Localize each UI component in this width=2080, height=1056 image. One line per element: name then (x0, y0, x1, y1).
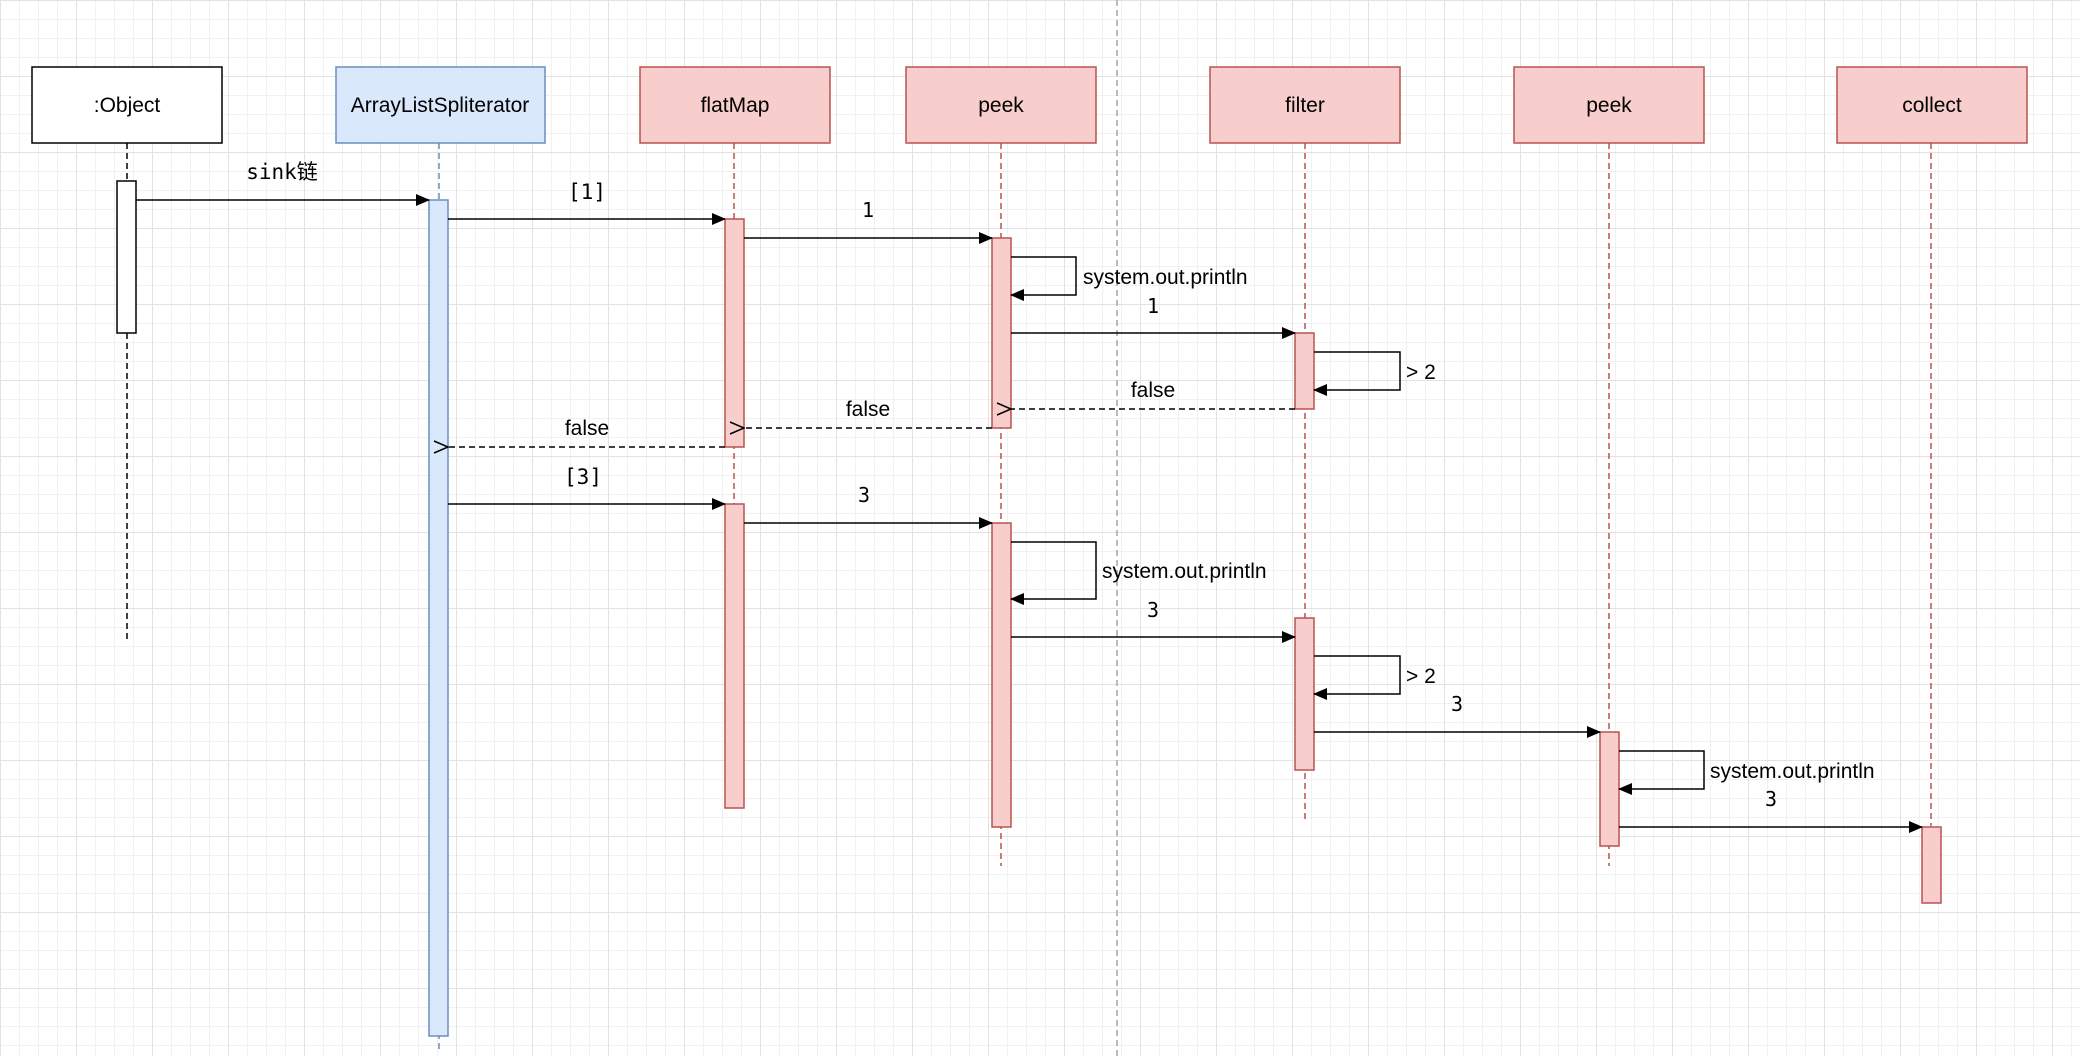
return-false-filter: false (1011, 379, 1295, 409)
self-message-println-1-label: system.out.println (1083, 266, 1248, 289)
self-message-println-3-label: system.out.println (1710, 760, 1875, 783)
self-message-println-3: system.out.println (1618, 750, 1875, 795)
participant-flatmap: flatMap (639, 66, 831, 144)
return-false-peek: false (744, 398, 992, 428)
self-message-gt2-1: > 2 (1313, 351, 1436, 396)
participant-filter: filter (1209, 66, 1401, 144)
self-message-gt2-1-label: > 2 (1406, 361, 1436, 384)
participant-flatmap-label: flatMap (701, 94, 770, 117)
message-list-3: [3] (448, 465, 726, 510)
self-message-gt2-2: > 2 (1313, 655, 1436, 700)
message-list-3-label: [3] (564, 465, 602, 489)
activation-spliterator (428, 199, 449, 1037)
message-filter-to-peek-3: 3 (1314, 692, 1601, 738)
message-peek-to-filter-1-label: 1 (1147, 294, 1159, 318)
message-peek-to-filter-3-label: 3 (1147, 598, 1159, 622)
return-false-flatmap-label: false (565, 417, 609, 440)
activation-collect (1921, 826, 1942, 904)
message-sink-chain-label: sink链 (246, 160, 318, 184)
activation-flatmap-1 (724, 218, 745, 448)
self-message-println-1: system.out.println (1010, 256, 1248, 301)
activation-filter-2 (1294, 617, 1315, 771)
message-peek-to-collect-3-label: 3 (1765, 787, 1777, 811)
participant-spliterator: ArrayListSpliterator (335, 66, 546, 144)
activation-peek-1b (991, 522, 1012, 828)
participant-peek-1-label: peek (978, 94, 1024, 117)
message-value-1-label: 1 (862, 198, 874, 222)
message-list-1-label: [1] (568, 180, 606, 204)
return-false-flatmap: false (448, 417, 725, 447)
message-filter-to-peek-3-label: 3 (1451, 692, 1463, 716)
return-false-filter-label: false (1131, 379, 1175, 402)
activation-filter-1 (1294, 332, 1315, 410)
return-false-peek-label: false (846, 398, 890, 421)
message-list-1: [1] (448, 180, 726, 225)
participant-filter-label: filter (1285, 94, 1325, 117)
message-peek-to-filter-1: 1 (1011, 294, 1296, 339)
activation-peek-2 (1599, 731, 1620, 847)
participant-collect-label: collect (1902, 94, 1962, 117)
activation-object (116, 180, 137, 334)
message-value-3-label: 3 (858, 483, 870, 507)
participant-spliterator-label: ArrayListSpliterator (351, 94, 530, 117)
message-peek-to-filter-3: 3 (1011, 598, 1296, 643)
participant-object: :Object (31, 66, 223, 144)
participant-peek-1: peek (905, 66, 1097, 144)
self-message-gt2-2-label: > 2 (1406, 665, 1436, 688)
activation-flatmap-2 (724, 503, 745, 809)
activation-peek-1a (991, 237, 1012, 429)
participant-object-label: :Object (94, 94, 161, 117)
participant-peek-2: peek (1513, 66, 1705, 144)
self-message-println-2-label: system.out.println (1102, 560, 1267, 583)
message-value-1: 1 (744, 198, 993, 244)
message-sink-chain: sink链 (136, 160, 430, 206)
participant-collect: collect (1836, 66, 2028, 144)
message-peek-to-collect-3: 3 (1619, 787, 1923, 833)
self-message-println-2: system.out.println (1010, 541, 1267, 605)
message-value-3: 3 (744, 483, 993, 529)
participant-peek-2-label: peek (1586, 94, 1632, 117)
